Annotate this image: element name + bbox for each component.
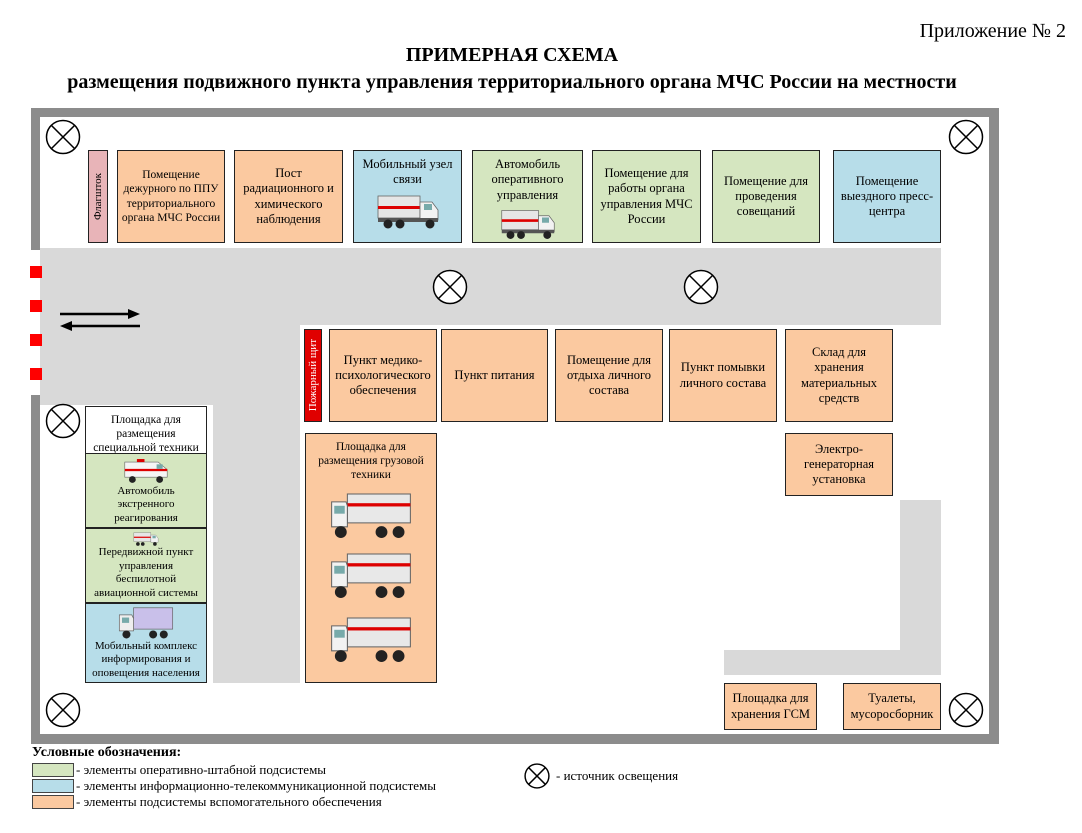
emergency-vehicle: Автомобиль экстренного реагирования xyxy=(85,453,207,528)
press-room: Помещение выездного пресс-центра xyxy=(833,150,941,243)
entrance-marker xyxy=(30,368,42,380)
radiation-post: Пост радиационного и химического наблюде… xyxy=(234,150,343,243)
cargo-area: Площадка для размещения грузовой техники xyxy=(305,433,437,683)
entrance-marker xyxy=(30,334,42,346)
warehouse-label: Склад для хранения материальных средств xyxy=(801,345,877,405)
info-complex-label: Мобильный комплекс информирования и опов… xyxy=(92,639,200,679)
legend-label-telecom: - элементы информационно-телекоммуникаци… xyxy=(76,778,437,793)
legend-label-support: - элементы подсистемы вспомогательного о… xyxy=(76,794,382,809)
ops-vehicle-label: Автомобиль оперативного управления xyxy=(491,157,564,202)
light-source-icon xyxy=(45,692,81,728)
legend-label-lamp: - источник освещения xyxy=(556,768,679,783)
wash-point-label: Пункт помывки личного состава xyxy=(679,360,767,390)
press-room-label: Помещение выездного пресс-центра xyxy=(840,173,934,219)
wash-point: Пункт помывки личного состава xyxy=(669,329,777,422)
entrance-marker xyxy=(30,300,42,312)
ops-vehicle: Автомобиль оперативного управления xyxy=(472,150,583,243)
generator: Электро-генераторная установка xyxy=(785,433,893,496)
medical-point-label: Пункт медико-психологического обеспечени… xyxy=(335,352,431,398)
duty-room: Помещение дежурного по ППУ территориальн… xyxy=(117,150,225,243)
info-complex: Мобильный комплекс информирования и опов… xyxy=(85,603,207,683)
mgmt-room: Помещение для работы органа управления М… xyxy=(592,150,701,243)
rest-room-label: Помещение для отдыха личного состава xyxy=(566,352,652,398)
light-source-icon xyxy=(948,119,984,155)
fire-shield: Пожарный щит xyxy=(304,329,322,422)
comm-node: Мобильный узел связи xyxy=(353,150,462,243)
page-subtitle: размещения подвижного пункта управления … xyxy=(67,71,957,93)
truck-icon xyxy=(124,459,168,483)
road-west xyxy=(40,325,300,405)
food-point-label: Пункт питания xyxy=(454,367,535,382)
light-source-icon xyxy=(45,403,81,439)
road-vertical xyxy=(213,405,300,683)
legend-swatch-telecom xyxy=(32,779,74,793)
legend-swatch-support xyxy=(32,795,74,809)
toilets: Туалеты, мусоросборник xyxy=(843,683,941,730)
road-east-vertical xyxy=(900,500,941,675)
flagpole: Флагшток xyxy=(88,150,108,243)
duty-room-label: Помещение дежурного по ППУ территориальн… xyxy=(121,169,221,224)
comm-node-label: Мобильный узел связи xyxy=(362,157,453,187)
legend-swatch-staff xyxy=(32,763,74,777)
fuel-area-label: Площадка для хранения ГСМ xyxy=(730,691,811,721)
truck-icon xyxy=(377,195,438,228)
flagpole-label: Флагшток xyxy=(92,172,104,220)
rest-room: Помещение для отдыха личного состава xyxy=(555,329,663,422)
special-area-title: Площадка для размещения специальной техн… xyxy=(93,414,199,455)
meeting-room: Помещение для проведения совещаний xyxy=(712,150,820,243)
truck-icon xyxy=(118,607,174,639)
entrance-marker xyxy=(30,266,42,278)
generator-label: Электро-генераторная установка xyxy=(803,441,874,487)
page-title: ПРИМЕРНАЯ СХЕМА xyxy=(405,44,619,66)
medical-point: Пункт медико-психологического обеспечени… xyxy=(329,329,437,422)
legend-title: Условные обозначения: xyxy=(32,745,182,760)
fuel-area: Площадка для хранения ГСМ xyxy=(724,683,817,730)
truck-icon xyxy=(331,553,411,599)
light-source-icon xyxy=(432,269,468,305)
road-main xyxy=(40,248,941,325)
appendix-label: Приложение № 2 xyxy=(919,20,1066,42)
legend-label-staff: - элементы оперативно-штабной подсистемы xyxy=(76,762,327,777)
legend-light-source-icon xyxy=(524,763,550,789)
toilets-label: Туалеты, мусоросборник xyxy=(850,691,934,721)
warehouse: Склад для хранения материальных средств xyxy=(785,329,893,422)
truck-icon xyxy=(331,617,411,663)
light-source-icon xyxy=(45,119,81,155)
truck-icon xyxy=(331,493,411,539)
food-point: Пункт питания xyxy=(441,329,548,422)
mgmt-room-label: Помещение для работы органа управления М… xyxy=(600,166,693,226)
truck-icon xyxy=(133,532,159,546)
radiation-post-label: Пост радиационного и химического наблюде… xyxy=(243,166,334,226)
light-source-icon xyxy=(948,692,984,728)
meeting-room-label: Помещение для проведения совещаний xyxy=(723,173,809,219)
uav-control-point-label: Передвижной пункт управления беспилотной… xyxy=(94,546,198,599)
light-source-icon xyxy=(683,269,719,305)
truck-icon xyxy=(500,209,555,239)
traffic-direction-arrows xyxy=(60,309,140,331)
cargo-area-title: Площадка для размещения грузовой техники xyxy=(318,441,424,482)
special-area-header: Площадка для размещения специальной техн… xyxy=(85,406,207,454)
entrance-gap xyxy=(29,250,43,395)
emergency-vehicle-label: Автомобиль экстренного реагирования xyxy=(114,484,178,524)
fire-shield-label: Пожарный щит xyxy=(307,339,319,412)
uav-control-point: Передвижной пункт управления беспилотной… xyxy=(85,528,207,603)
